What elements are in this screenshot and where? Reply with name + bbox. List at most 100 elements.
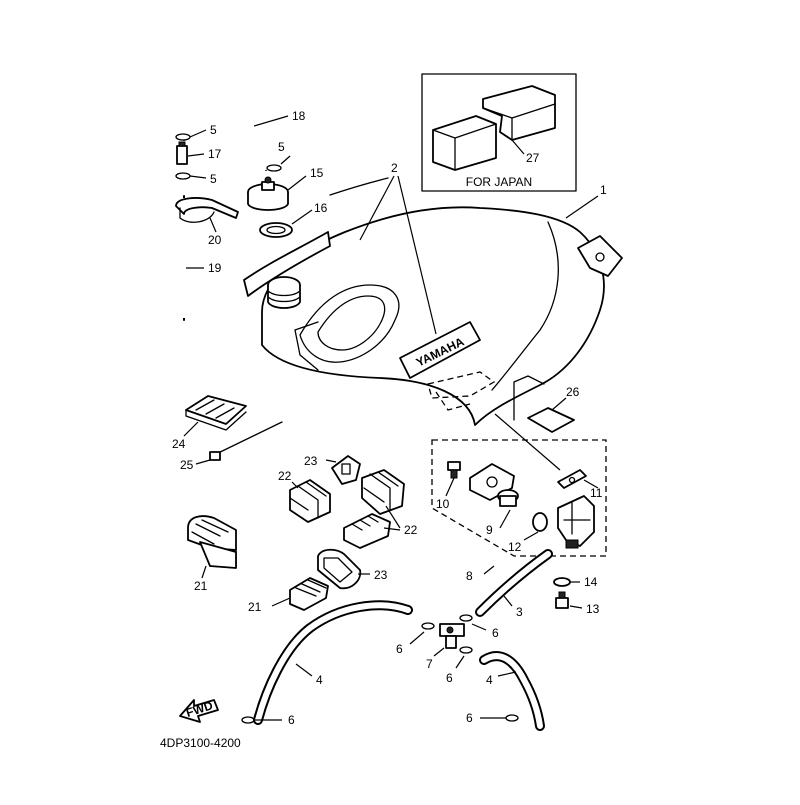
leader-5c xyxy=(280,155,291,165)
part-26-damper xyxy=(513,375,575,433)
part-15-fuel-cap xyxy=(247,176,289,211)
callout-22b: 22 xyxy=(404,523,418,537)
leader-tank-to-cock xyxy=(494,413,561,471)
callout-8: 8 xyxy=(466,569,473,583)
part-6-clip-e xyxy=(505,714,519,722)
callout-21b: 21 xyxy=(248,600,262,614)
leader-11 xyxy=(583,479,599,489)
callout-5b: 5 xyxy=(210,172,217,186)
part-10-screw xyxy=(447,461,461,479)
part-22-damper-a xyxy=(289,479,331,523)
leader-4a xyxy=(295,663,313,677)
callout-23b: 23 xyxy=(374,568,388,582)
inset-frame xyxy=(421,73,577,192)
part-13-bolt xyxy=(555,591,569,609)
part-6-clip-d xyxy=(241,716,255,724)
leader-6a xyxy=(409,631,425,645)
leader-1 xyxy=(565,195,599,219)
callout-1: 1 xyxy=(600,183,607,197)
callout-9: 9 xyxy=(486,523,493,537)
leader-22b xyxy=(385,505,401,529)
leader-6c xyxy=(455,655,465,669)
callout-24: 24 xyxy=(172,437,186,451)
leader-5a xyxy=(189,129,207,138)
callout-3: 3 xyxy=(516,605,523,619)
callout-23a: 23 xyxy=(304,454,318,468)
part-24-band xyxy=(185,395,247,431)
callout-10: 10 xyxy=(436,497,450,511)
callout-26: 26 xyxy=(566,385,580,399)
part-6-clip-b xyxy=(459,614,473,622)
callout-5c: 5 xyxy=(278,140,285,154)
fwd-arrow-text: FWD xyxy=(184,698,215,720)
callout-20: 20 xyxy=(208,233,222,247)
part-1-fuel-tank: YAMAHA xyxy=(261,206,623,426)
callout-18: 18 xyxy=(292,109,306,123)
leader-3 xyxy=(503,595,513,607)
drawing-code: 4DP3100-4200 xyxy=(160,736,241,750)
leader-10 xyxy=(445,477,455,497)
part-7-joint xyxy=(439,623,465,649)
callout-14: 14 xyxy=(584,575,598,589)
callout-27: 27 xyxy=(526,151,540,165)
callout-6d: 6 xyxy=(288,713,295,727)
leader-9 xyxy=(499,509,511,529)
part-25-cable-tie xyxy=(209,421,283,461)
leader-12 xyxy=(523,531,539,541)
leader-18 xyxy=(253,115,289,127)
callout-7: 7 xyxy=(426,657,433,671)
part-23-grommet-b xyxy=(317,548,362,590)
callout-22a: 22 xyxy=(278,469,292,483)
callout-25: 25 xyxy=(180,458,194,472)
fuel-cock-group: 10 9 12 11 xyxy=(431,439,607,557)
leader-17 xyxy=(187,153,205,157)
callout-21a: 21 xyxy=(194,579,208,593)
leader-7 xyxy=(433,647,445,657)
callout-12: 12 xyxy=(508,540,522,554)
leader-2a xyxy=(359,175,395,241)
part-5-clip-c xyxy=(266,164,282,172)
callout-13: 13 xyxy=(586,602,600,616)
callout-4a: 4 xyxy=(316,673,323,687)
part-6-clip-c xyxy=(459,646,473,654)
leader-20 xyxy=(209,217,217,233)
leader-23a xyxy=(325,459,337,463)
part-21-damper-a xyxy=(187,515,237,569)
callout-6b: 6 xyxy=(492,626,499,640)
part-6-clip-a xyxy=(421,622,435,630)
part-2-decal xyxy=(243,177,389,297)
callout-15: 15 xyxy=(310,166,324,180)
part-17-valve xyxy=(176,141,188,165)
leader-27 xyxy=(511,139,525,155)
leader-8 xyxy=(483,565,495,575)
callout-11: 11 xyxy=(590,486,603,500)
leader-4b xyxy=(497,671,517,677)
leader-15 xyxy=(287,175,307,191)
callout-16: 16 xyxy=(314,201,328,215)
callout-5a: 5 xyxy=(210,123,217,137)
part-22-damper-b xyxy=(361,469,405,515)
fuel-cock-body xyxy=(557,495,595,549)
callout-6e: 6 xyxy=(466,711,473,725)
part-27-pad xyxy=(432,85,556,171)
part-21-damper-b xyxy=(289,577,329,611)
leader-21b xyxy=(271,597,291,607)
leader-22c xyxy=(383,527,401,531)
callout-6c: 6 xyxy=(446,671,453,685)
leader-16 xyxy=(291,209,313,225)
callout-19: 19 xyxy=(208,261,222,275)
callout-4b: 4 xyxy=(486,673,493,687)
callout-6a: 6 xyxy=(396,642,403,656)
leader-25 xyxy=(195,459,211,465)
part-5-clip-b xyxy=(175,172,191,180)
callout-17: 17 xyxy=(208,147,222,161)
part-9-oring-strainer xyxy=(497,489,519,507)
leader-21a xyxy=(201,565,207,579)
leader-13 xyxy=(569,605,583,609)
part-14-washer xyxy=(553,577,571,587)
leader-6b xyxy=(471,623,487,631)
inset-caption: FOR JAPAN xyxy=(466,175,532,189)
part-12-oring xyxy=(532,512,548,532)
